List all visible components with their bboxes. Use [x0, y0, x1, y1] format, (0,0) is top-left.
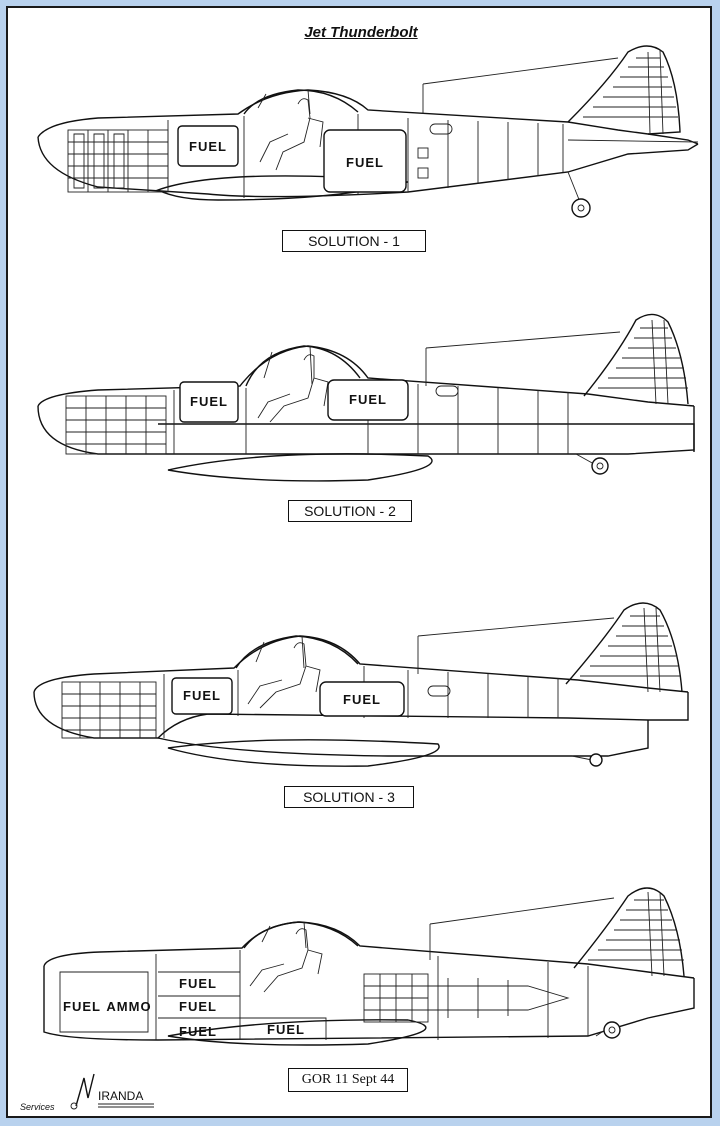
ammo-bay-label: AMMO [106, 999, 151, 1014]
fuel-tank-label: FUEL [179, 999, 217, 1014]
fuel-tank-label: FUEL [183, 688, 221, 703]
fuel-tank-label: FUEL [267, 1022, 305, 1037]
aircraft-profile-gor: FUEL FUEL FUEL AMMO FUEL FUEL [43, 887, 695, 1046]
fuel-tank-label: FUEL [190, 394, 228, 409]
logo-services: Services [20, 1102, 55, 1112]
fuel-tank-label: FUEL [63, 999, 101, 1014]
aircraft-profile-3: FUEL FUEL [33, 602, 689, 767]
fuel-tank-label: FUEL [179, 976, 217, 991]
fuel-tank-label: FUEL [349, 392, 387, 407]
aircraft-drawing-solution-1: FUEL FUEL [8, 22, 714, 222]
aircraft-drawing-solution-3: FUEL FUEL [8, 588, 714, 778]
miranda-logo: IRANDA Services [14, 1066, 164, 1116]
fuel-tank-label: FUEL [189, 139, 227, 154]
caption-gor: GOR 11 Sept 44 [288, 1068, 408, 1092]
aircraft-drawing-solution-2: FUEL FUEL [8, 298, 714, 488]
fuel-tank-label: FUEL [346, 155, 384, 170]
drawing-sheet: Jet Thunderbolt [6, 6, 712, 1118]
caption-solution-2: SOLUTION - 2 [288, 500, 412, 522]
aircraft-drawing-gor: FUEL FUEL FUEL AMMO FUEL FUEL [8, 868, 714, 1058]
aircraft-profile-1: FUEL FUEL [37, 45, 699, 218]
sheet-title: Jet Thunderbolt [304, 24, 418, 41]
caption-solution-1: SOLUTION - 1 [282, 230, 426, 252]
fuel-tank-label: FUEL [179, 1024, 217, 1039]
caption-solution-3: SOLUTION - 3 [284, 786, 414, 808]
fuel-tank-label: FUEL [343, 692, 381, 707]
aircraft-profile-2: FUEL FUEL [37, 313, 695, 482]
logo-brand: IRANDA [98, 1089, 143, 1103]
